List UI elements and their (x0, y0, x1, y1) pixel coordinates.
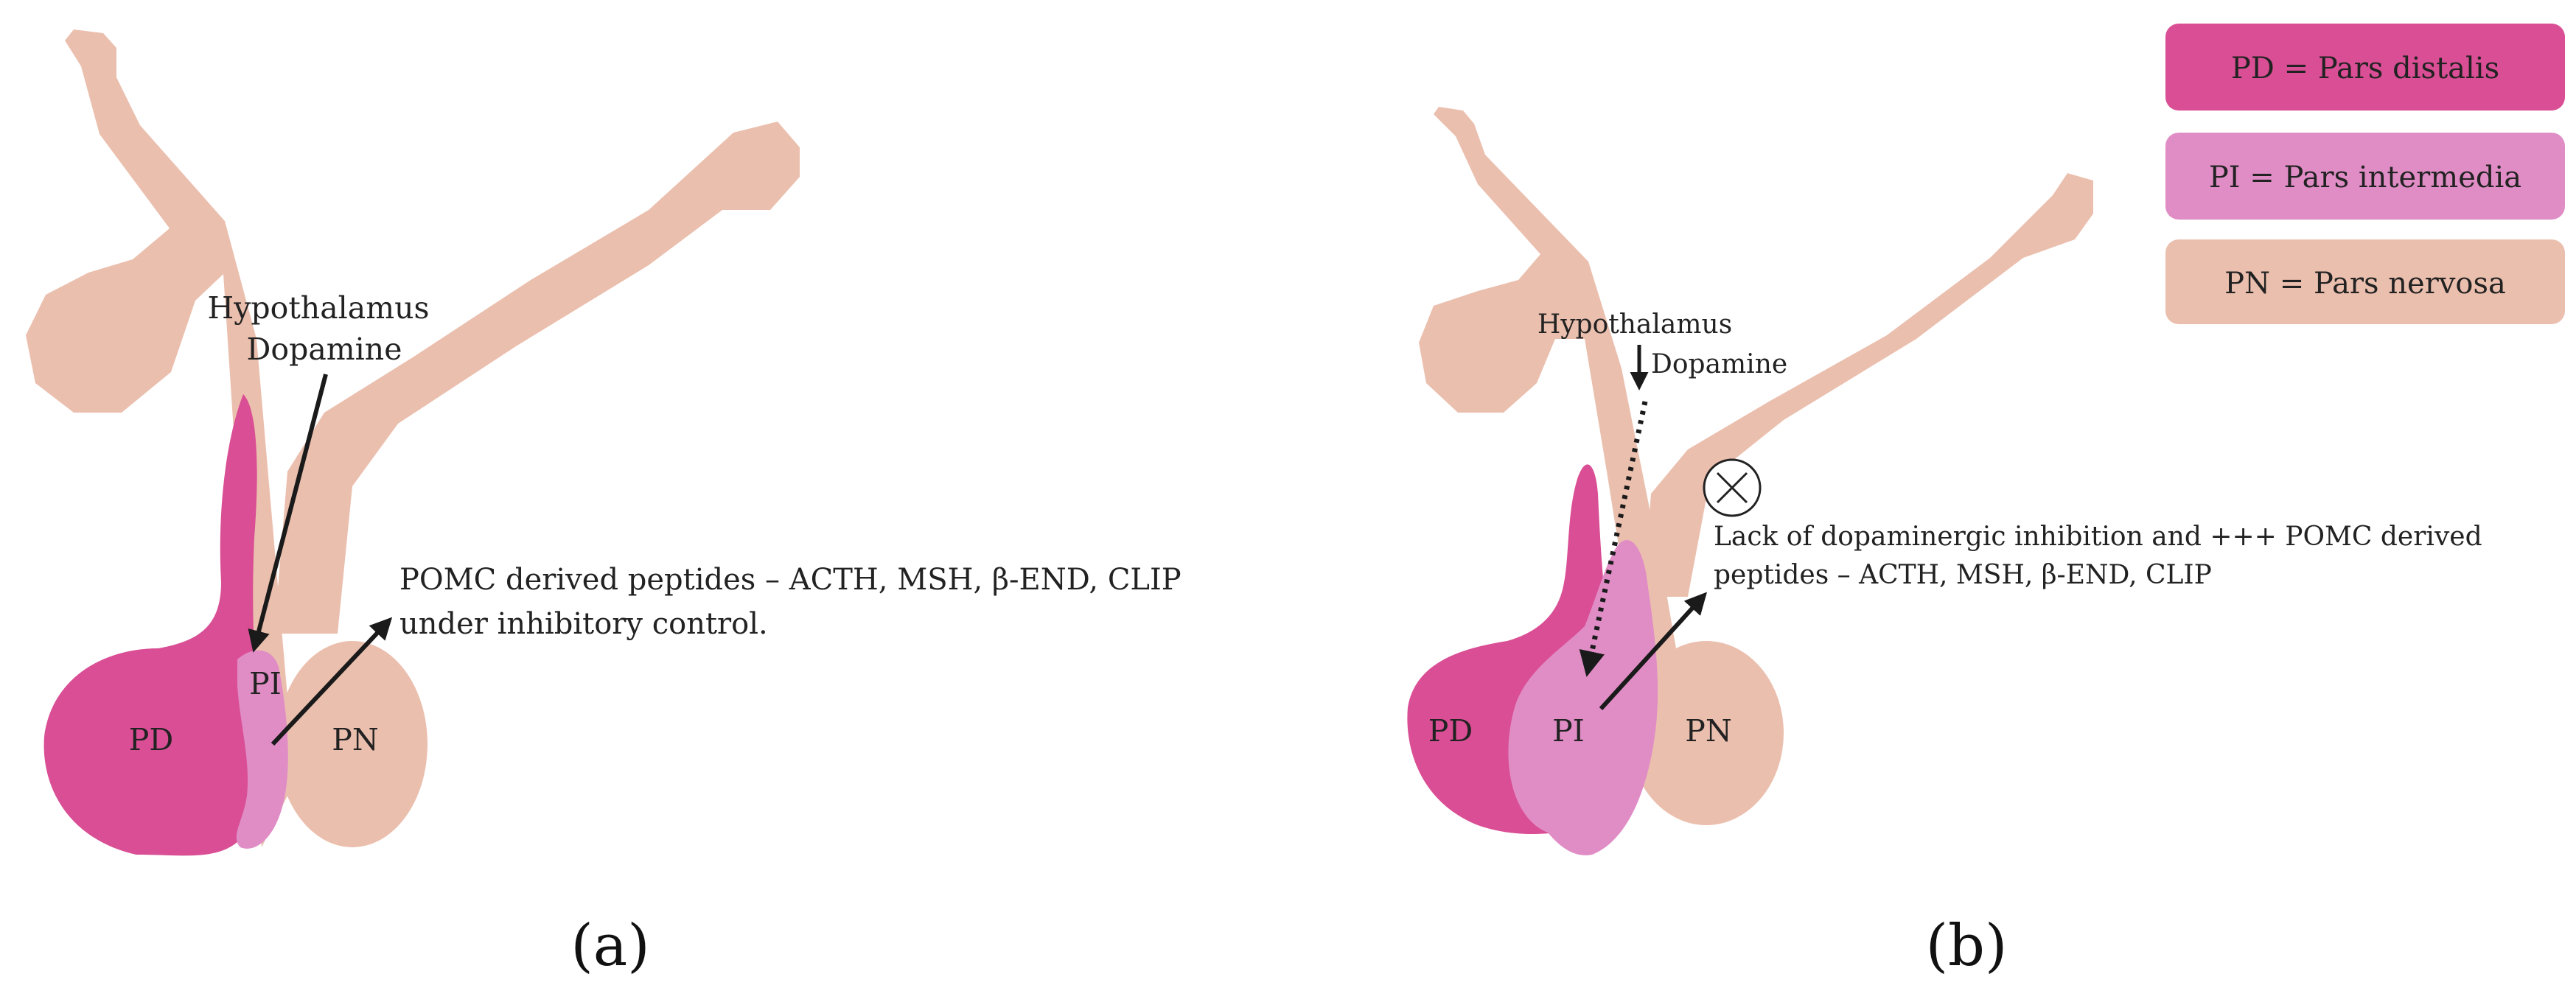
panel-a-pd-label: PD (129, 722, 173, 757)
pn-lobe-b (1629, 641, 1784, 825)
panel-a-annotation-line1: POMC derived peptides – ACTH, MSH, β-END… (399, 563, 1181, 597)
pn-stalk-left (26, 29, 295, 847)
legend-item-pd: PD = Pars distalis (2165, 24, 2565, 111)
legend-label-pi: PI = Pars intermedia (2209, 161, 2521, 195)
legend-label-pn: PN = Pars nervosa (2224, 267, 2506, 301)
panel-b-pn-label: PN (1685, 713, 1731, 749)
panel-a-hypothalamus-label: Hypothalamus (207, 290, 429, 326)
legend-label-pd: PD = Pars distalis (2231, 52, 2499, 85)
legend-item-pi: PI = Pars intermedia (2165, 133, 2565, 220)
panel-a-dopamine-arrow (248, 374, 328, 653)
panel-b-pd-label: PD (1428, 713, 1473, 749)
panel-b-hypothalamus-label: Hypothalamus (1537, 309, 1732, 340)
pd-lobe (43, 394, 273, 856)
legend: PD = Pars distalis PI = Pars intermedia … (2165, 24, 2565, 324)
pi-lobe-b (1508, 540, 1658, 855)
legend-item-pn: PN = Pars nervosa (2165, 239, 2565, 324)
panel-a: Hypothalamus Dopamine PD PI PN POMC deri… (26, 29, 1181, 979)
circled-x-icon (1703, 458, 1762, 517)
pn-stalk-right-b (1644, 173, 2093, 597)
panel-b-pi-label: PI (1552, 713, 1585, 749)
panel-a-dopamine-label: Dopamine (247, 332, 402, 367)
pn-lobe (277, 641, 427, 847)
pi-lobe (236, 650, 288, 849)
panel-a-pn-label: PN (332, 722, 378, 757)
panel-b-caption: (b) (1926, 913, 2008, 979)
panel-b: Hypothalamus Dopamine PD PI PN Lack of d… (1407, 107, 2482, 979)
panel-a-annotation-line2: under inhibitory control. (399, 607, 768, 641)
pn-stalk-right (274, 122, 800, 634)
panel-b-pomc-arrow (1599, 592, 1708, 711)
panel-b-dopamine-dotted-arrow (1579, 401, 1648, 677)
panel-a-caption: (a) (570, 913, 649, 979)
panel-b-dopamine-label: Dopamine (1651, 349, 1787, 379)
panel-b-annotation-line2: peptides – ACTH, MSH, β-END, CLIP (1714, 560, 2212, 590)
panel-b-annotation-line1: Lack of dopaminergic inhibition and +++ … (1714, 522, 2482, 552)
panel-a-pi-label: PI (249, 666, 282, 701)
panel-a-pomc-arrow (270, 617, 393, 746)
